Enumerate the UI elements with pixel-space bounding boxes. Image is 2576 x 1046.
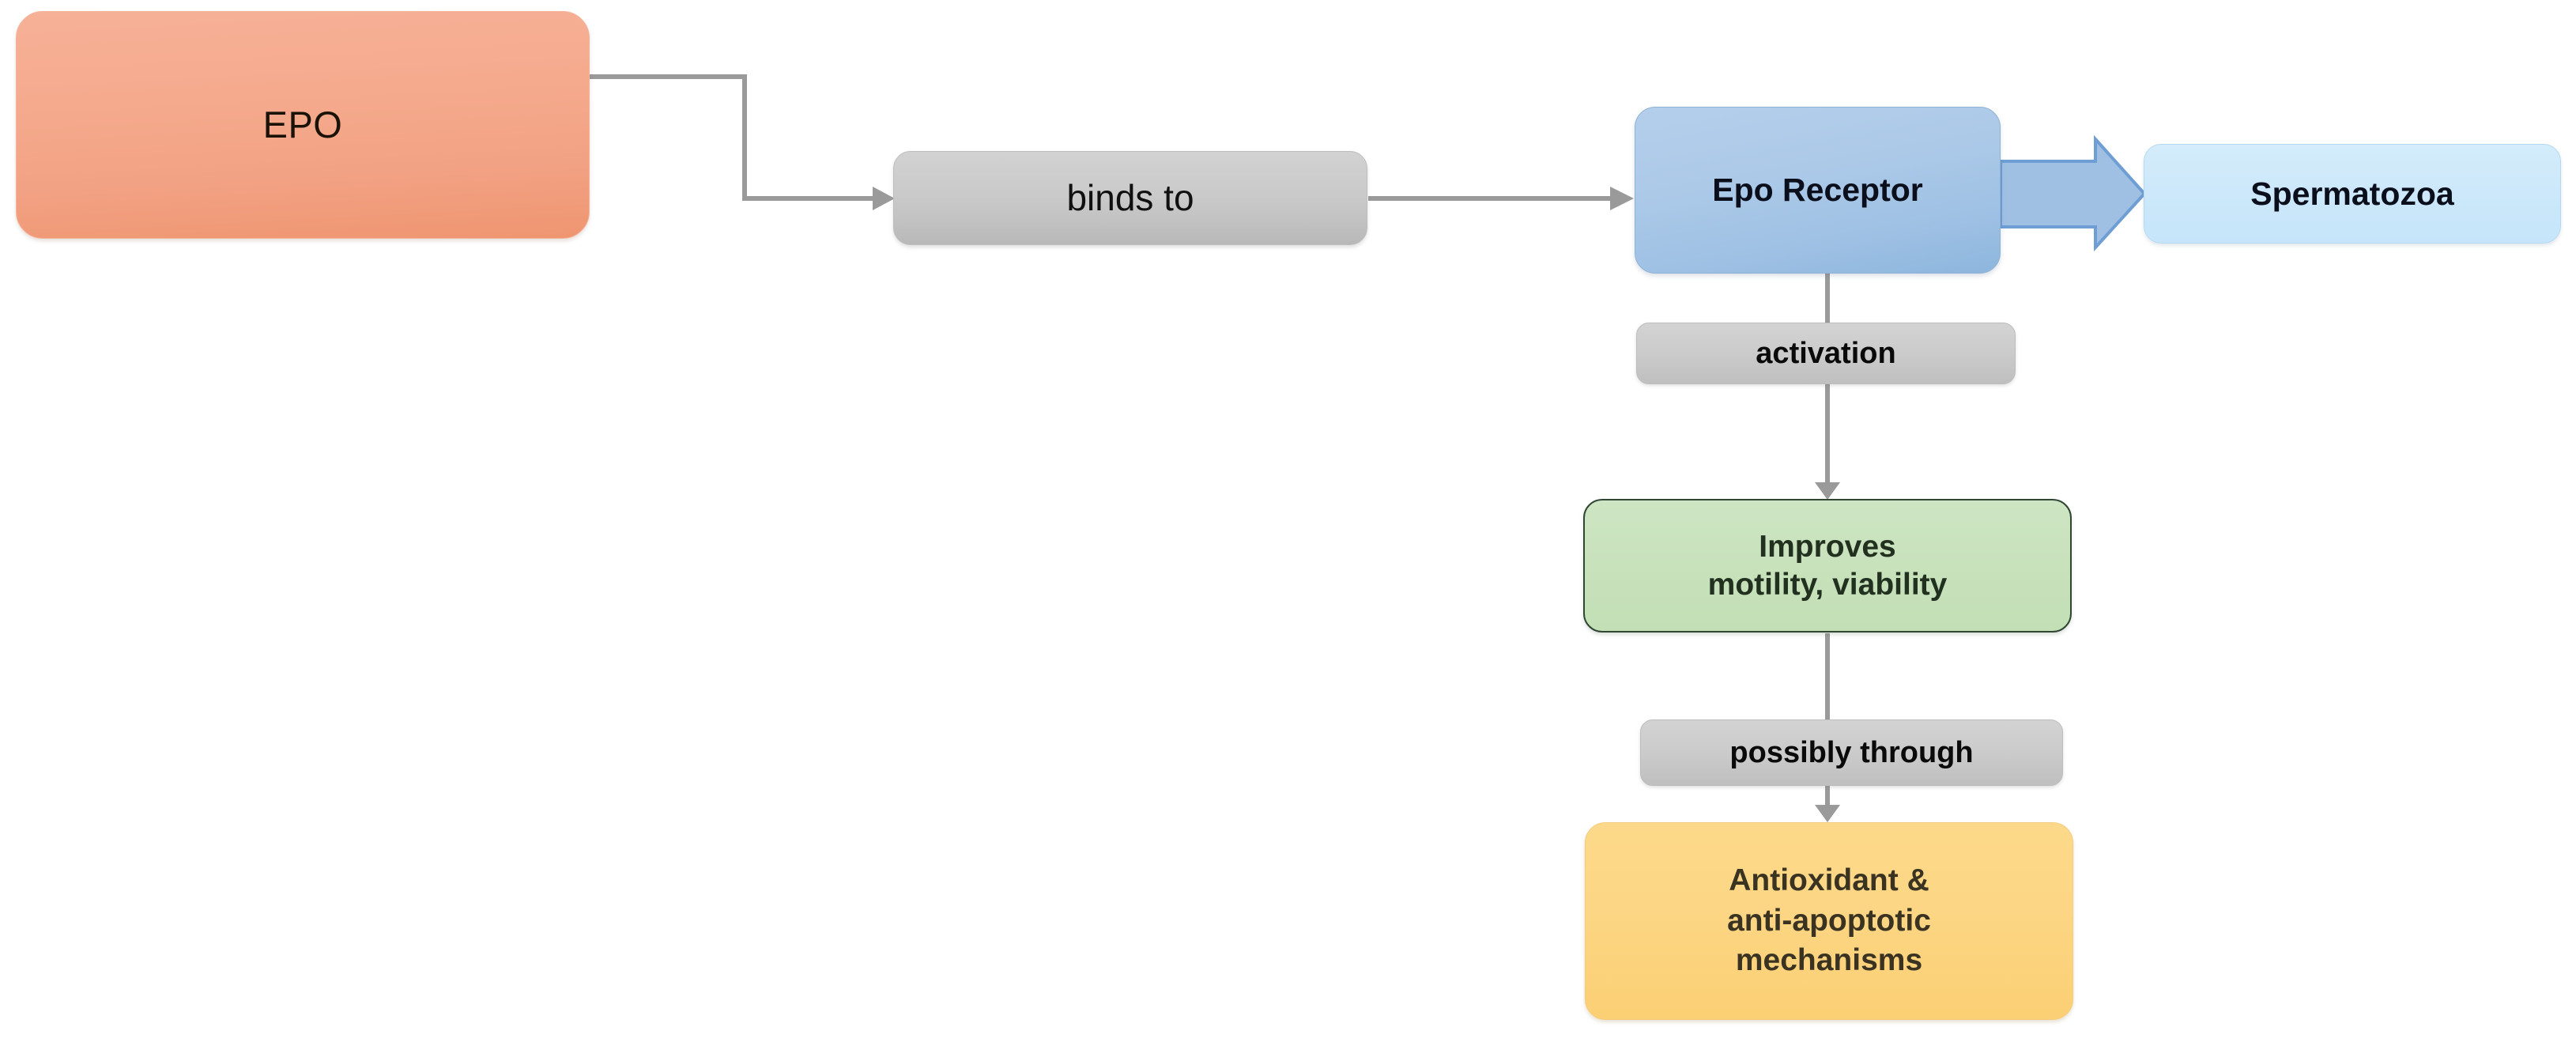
edge-label-possibly-through[interactable]: possibly through: [1640, 719, 2063, 786]
node-binds-to[interactable]: binds to: [893, 151, 1367, 245]
edge-epo-receptor-to-spermatozoa: [1999, 134, 2147, 252]
node-epo-receptor[interactable]: Epo Receptor: [1635, 107, 2001, 274]
arrowhead-icon: [873, 187, 895, 210]
node-antioxidant-anti-apoptotic-mechanisms[interactable]: Antioxidant & anti-apoptotic mechanisms: [1585, 822, 2073, 1020]
node-improves-motility-viability-label: Improves motility, viability: [1707, 529, 1948, 602]
node-epo-receptor-label: Epo Receptor: [1712, 172, 1923, 209]
node-antioxidant-anti-apoptotic-mechanisms-label: Antioxidant & anti-apoptotic mechanisms: [1727, 863, 1931, 978]
block-arrow-icon: [1999, 134, 2147, 252]
node-binds-to-label: binds to: [1066, 177, 1194, 219]
arrowhead-icon: [1610, 187, 1634, 210]
edge-label-possibly-through-text: possibly through: [1729, 735, 1974, 769]
edge-epo-to-binds-to: [590, 74, 895, 210]
edge-label-activation[interactable]: activation: [1636, 323, 2016, 384]
node-improves-motility-viability[interactable]: Improves motility, viability: [1583, 499, 2072, 633]
node-epo-label: EPO: [262, 104, 343, 146]
node-spermatozoa-label: Spermatozoa: [2250, 175, 2454, 212]
node-epo[interactable]: EPO: [16, 11, 590, 239]
edge-binds-to-to-epo-receptor: [1368, 187, 1634, 210]
node-spermatozoa[interactable]: Spermatozoa: [2144, 144, 2561, 244]
edge-label-activation-text: activation: [1756, 336, 1896, 370]
edge-epo-receptor-to-improves: [1815, 274, 1840, 500]
arrowhead-icon: [1815, 805, 1840, 822]
arrowhead-icon: [1815, 482, 1840, 500]
